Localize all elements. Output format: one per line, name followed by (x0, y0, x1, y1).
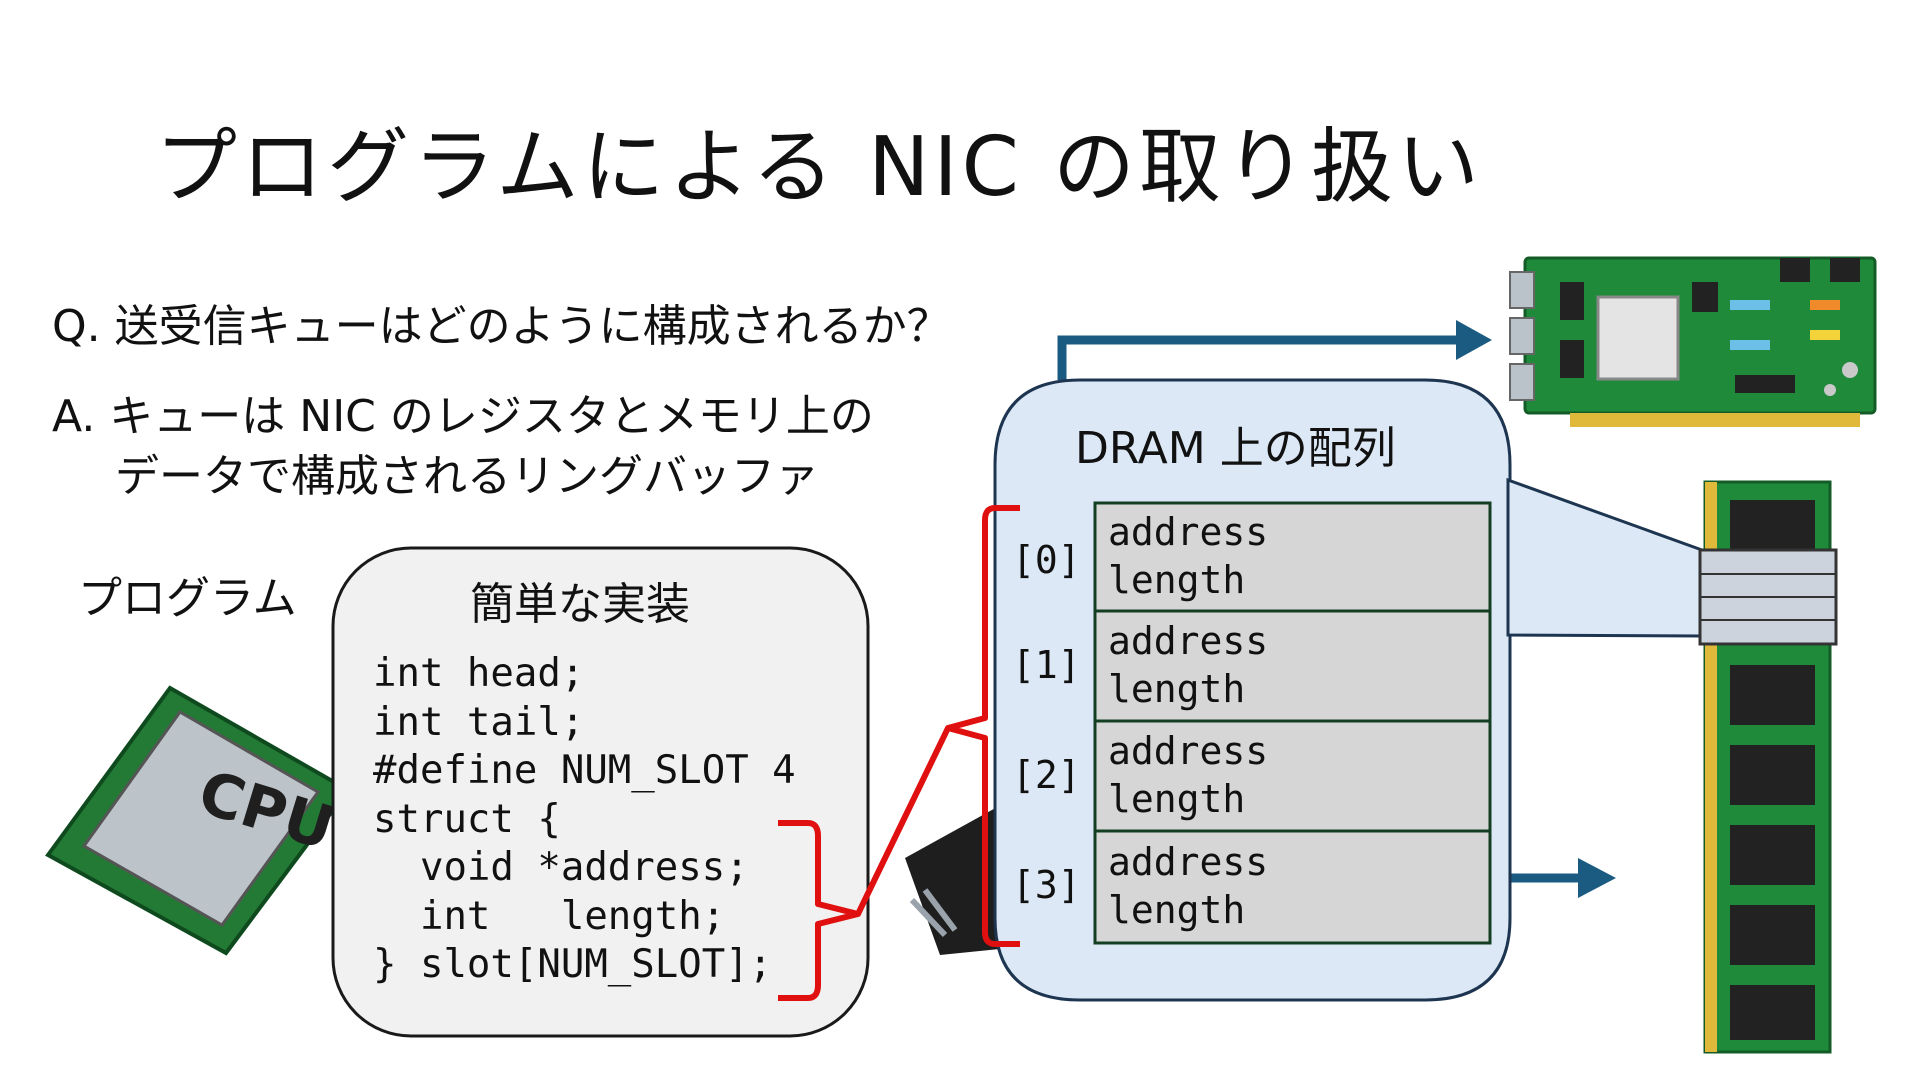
slide-title: プログラムによる NIC の取り扱い (155, 120, 1483, 215)
slot-table (1093, 501, 1492, 945)
question-text: Q. 送受信キューはどのように構成されるか？ (52, 301, 951, 352)
slot-index-1: [1] (1012, 643, 1081, 687)
code-block: int head; int tail; #define NUM_SLOT 4 s… (373, 650, 796, 990)
program-label: プログラム (78, 573, 297, 624)
slot-address-field: address (1108, 729, 1269, 773)
implementation-title: 簡単な実装 (470, 579, 690, 630)
bracket-connector (855, 726, 951, 916)
code-line: void *address; (373, 845, 749, 890)
slot-address-field: address (1108, 619, 1269, 663)
slot-row-2 (1093, 719, 1492, 833)
slot-index-2: [2] (1012, 753, 1081, 797)
code-line: #define NUM_SLOT 4 (373, 748, 796, 793)
slot-address-field: address (1108, 840, 1269, 884)
slot-index-3: [3] (1012, 863, 1081, 907)
code-line: int head; (373, 651, 585, 696)
zoom-callout (1506, 477, 1704, 638)
slot-row-0 (1093, 501, 1492, 613)
slot-fields-3: address length (1108, 838, 1268, 934)
slot-length-field: length (1108, 667, 1246, 711)
arrow-to-nic (1057, 320, 1492, 380)
slot-address-field: address (1108, 510, 1269, 554)
answer-text-line-1: A. キューは NIC のレジスタとメモリ上の (52, 391, 874, 442)
code-line: struct { (373, 796, 561, 842)
slot-row-1 (1093, 609, 1492, 723)
slot-length-field: length (1108, 777, 1246, 821)
slot-fields-0: address length (1108, 508, 1268, 604)
slot-index-0: [0] (1012, 538, 1081, 582)
implementation-panel (331, 546, 870, 1038)
slot-fields-1: address length (1108, 617, 1268, 713)
code-line: int tail; (373, 699, 585, 745)
slot-row-3 (1093, 829, 1492, 945)
answer-text-line-2: データで構成されるリングバッファ (115, 451, 819, 502)
slot-fields-2: address length (1108, 727, 1268, 823)
code-line: int length; (373, 893, 726, 939)
dram-array-title: DRAM 上の配列 (1075, 423, 1396, 474)
cpu-chip-icon: CPU (45, 685, 351, 956)
code-line: } slot[NUM_SLOT]; (373, 942, 773, 987)
arrow-to-memory (1500, 858, 1616, 898)
slot-length-field: length (1108, 558, 1246, 602)
nic-card-icon (1509, 256, 1877, 427)
slot-length-field: length (1108, 888, 1246, 932)
